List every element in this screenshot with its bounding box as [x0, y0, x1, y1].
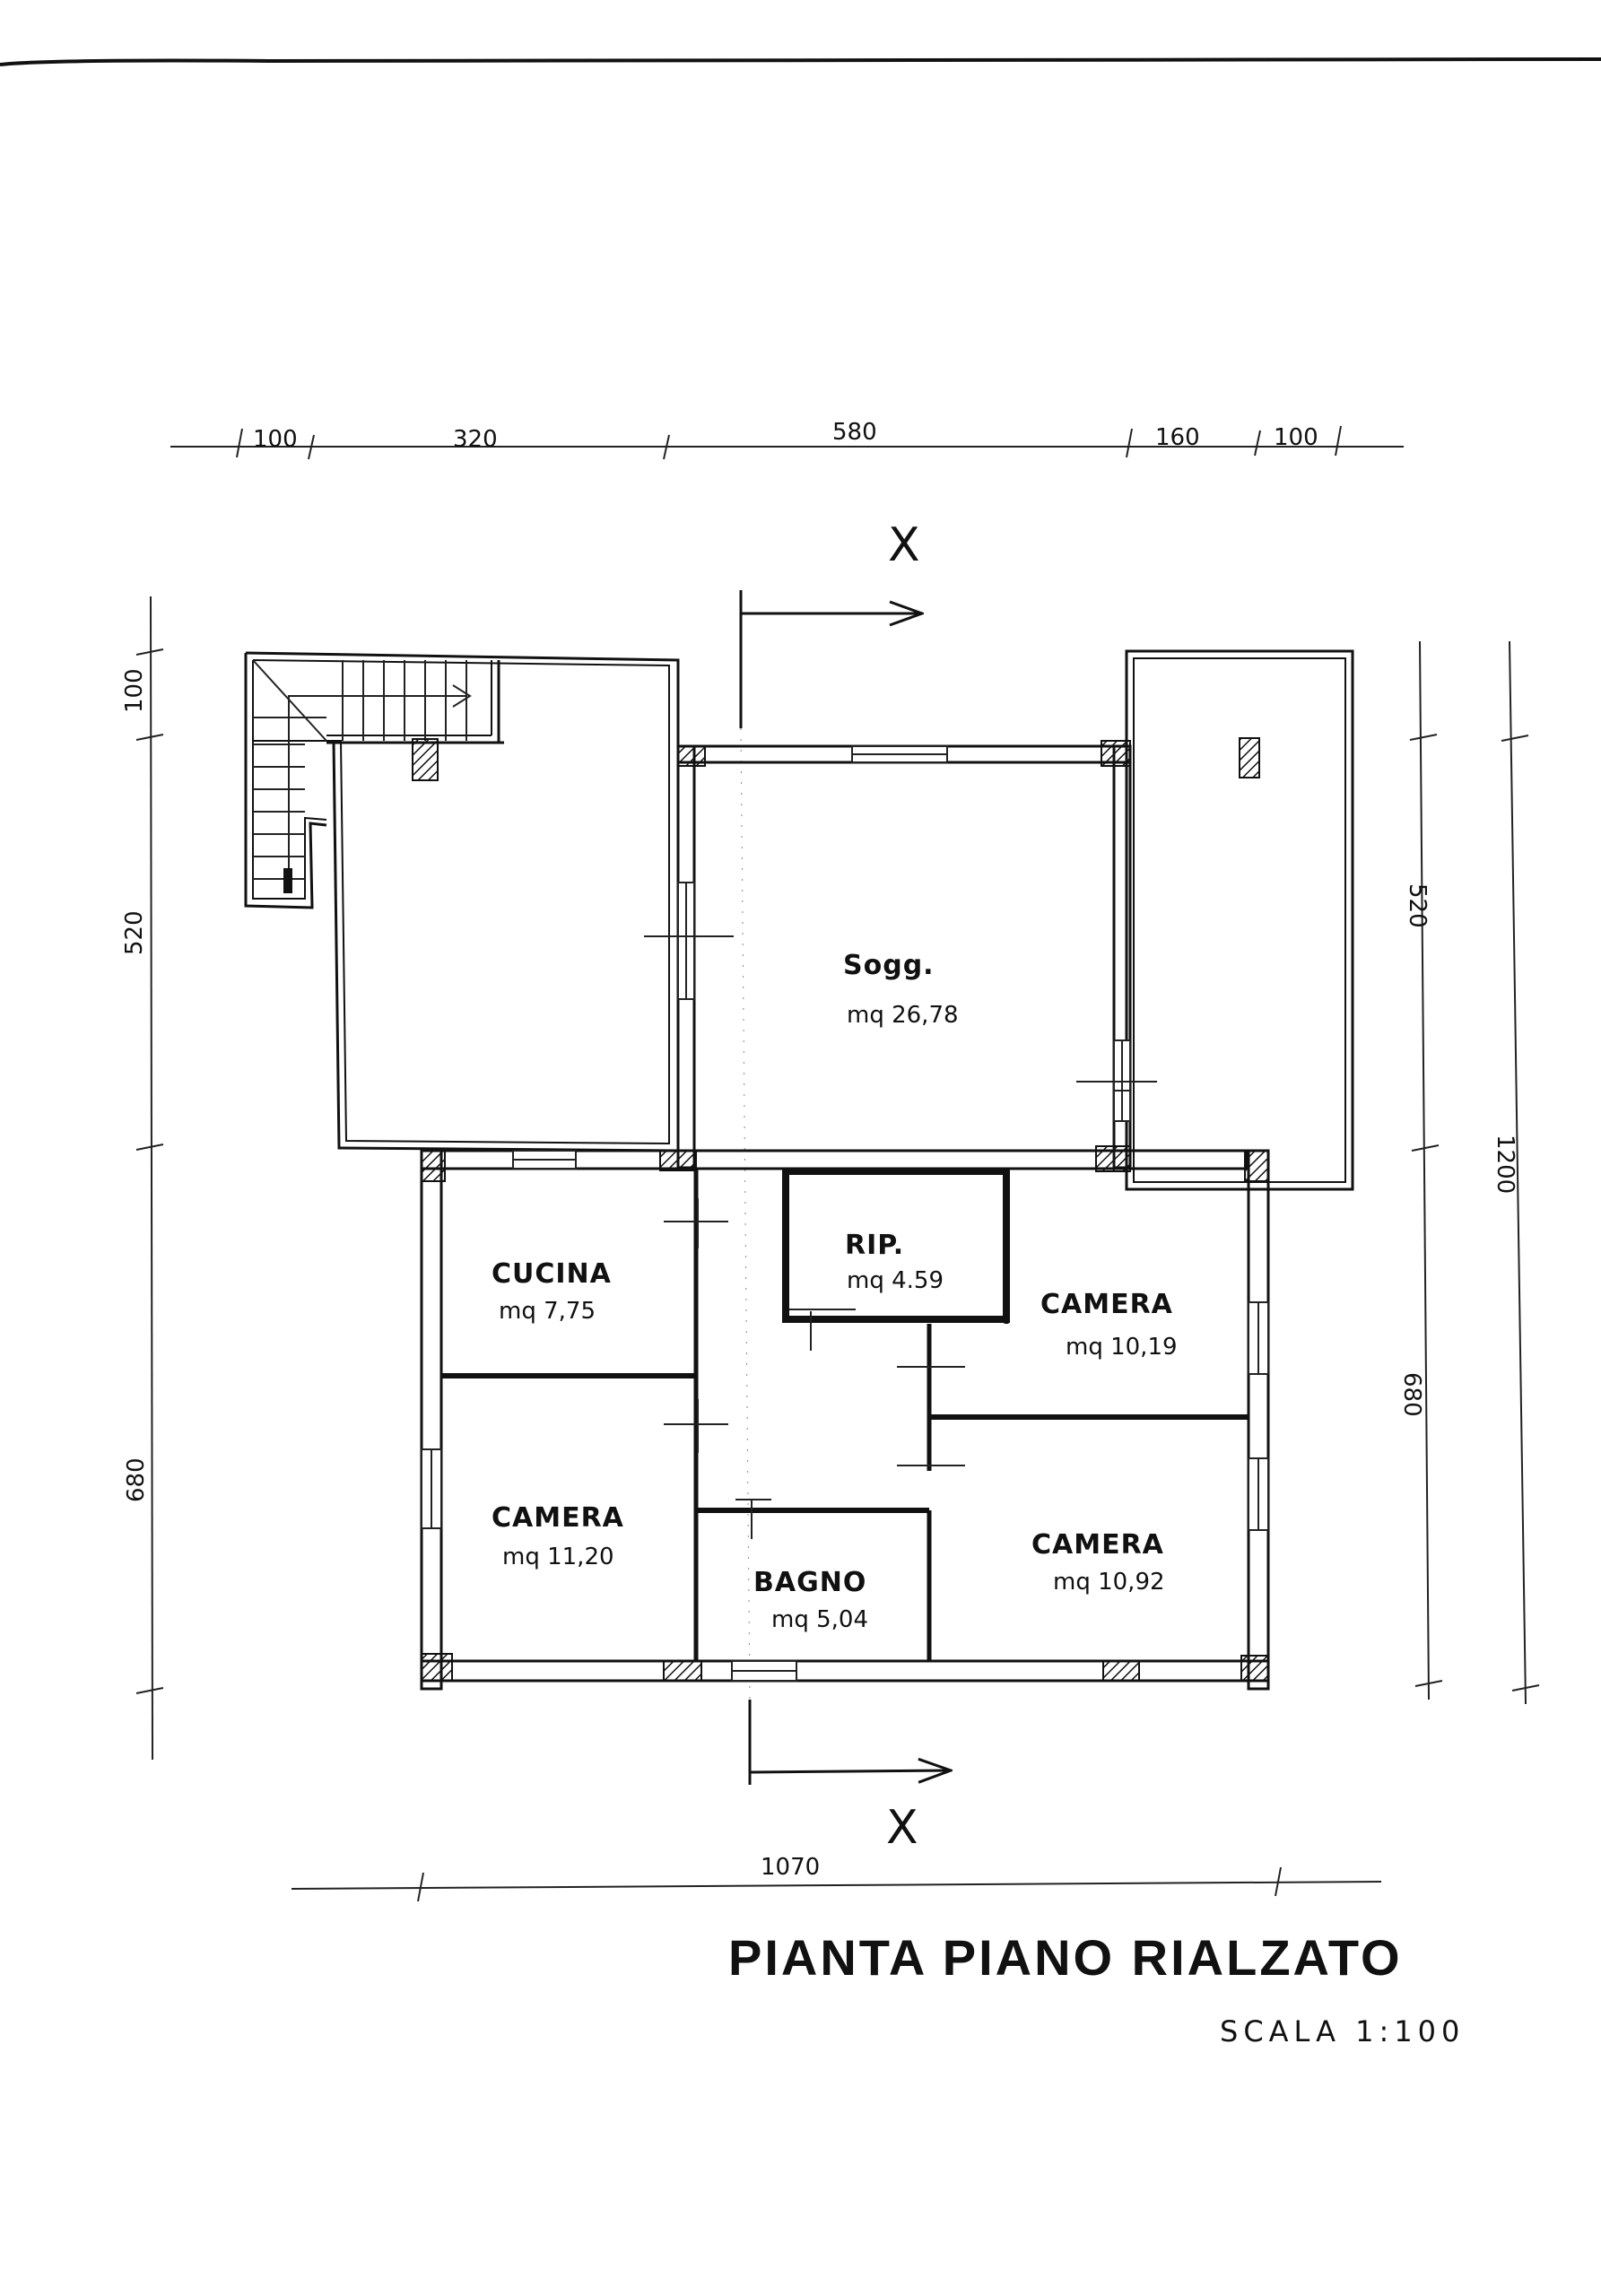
windows	[421, 745, 1269, 1682]
room-area-camera-1: mq 10,19	[1066, 1334, 1178, 1361]
room-camera-3: CAMERA mq 10,92	[1031, 1529, 1165, 1596]
room-name-cucina: CUCINA	[492, 1258, 612, 1290]
section-mark-bottom-label: X	[886, 1801, 918, 1855]
dim-top-4: 160	[1155, 424, 1200, 451]
room-bagno: BAGNO mq 5,04	[753, 1567, 868, 1633]
right-balcony	[1125, 649, 1354, 1191]
room-area-soggiorno: mq 26,78	[847, 1002, 959, 1029]
room-area-camera-2: mq 11,20	[502, 1544, 614, 1570]
room-name-camera-1: CAMERA	[1040, 1289, 1173, 1320]
dim-bottom: 1070	[761, 1854, 820, 1881]
room-name-ripostiglio: RIP.	[845, 1230, 904, 1261]
left-dimension-line: 100 520 680	[121, 596, 164, 1761]
right-outer-dimension-line: 1200	[1492, 640, 1540, 1705]
balcony-pillar	[1239, 737, 1260, 778]
top-dimension-line: 100 320 580 160 100	[170, 419, 1404, 460]
bottom-dimension-line: 1070	[291, 1854, 1382, 1902]
door-openings	[644, 935, 1157, 1539]
room-name-camera-2: CAMERA	[492, 1502, 624, 1534]
section-marker-bottom: X	[748, 1700, 951, 1855]
room-area-ripostiglio: mq 4.59	[847, 1267, 944, 1294]
dim-left-1: 100	[121, 668, 148, 713]
room-name-soggiorno: Sogg.	[843, 950, 935, 981]
right-inner-dimension-line: 520 680	[1398, 640, 1443, 1700]
left-terrace	[244, 651, 680, 1152]
section-marker-top: X	[739, 518, 922, 728]
drawing-scale: SCALA 1:100	[1220, 2014, 1465, 2048]
dim-right-outer: 1200	[1492, 1135, 1518, 1194]
stairs	[252, 659, 472, 893]
room-cucina: CUCINA mq 7,75	[492, 1258, 612, 1325]
room-area-bagno: mq 5,04	[771, 1606, 868, 1633]
room-name-camera-3: CAMERA	[1031, 1529, 1164, 1561]
section-cut-line	[740, 727, 751, 1700]
room-soggiorno: Sogg. mq 26,78	[843, 950, 959, 1029]
dim-top-2: 320	[453, 426, 498, 453]
terrace-pillar	[412, 738, 439, 781]
room-area-cucina: mq 7,75	[499, 1298, 596, 1325]
section-mark-top-label: X	[888, 518, 920, 572]
room-camera-2: CAMERA mq 11,20	[492, 1502, 624, 1570]
storage-room-walls	[782, 1168, 1010, 1323]
dim-top-5: 100	[1274, 424, 1318, 451]
dim-left-3: 680	[123, 1457, 150, 1502]
drawing-title: PIANTA PIANO RIALZATO	[728, 1929, 1403, 1986]
dim-right-inner-2: 680	[1398, 1372, 1425, 1417]
dim-top-1: 100	[253, 426, 298, 453]
room-camera-1: CAMERA mq 10,19	[1040, 1289, 1178, 1361]
sheet-top-border	[0, 57, 1601, 66]
dim-right-inner-1: 520	[1404, 883, 1431, 928]
dim-left-2: 520	[121, 910, 148, 955]
dim-top-3: 580	[832, 419, 877, 446]
room-name-bagno: BAGNO	[753, 1567, 866, 1598]
room-ripostiglio: RIP. mq 4.59	[845, 1230, 944, 1294]
corner-posts	[421, 740, 1269, 1682]
room-area-camera-3: mq 10,92	[1053, 1569, 1165, 1596]
